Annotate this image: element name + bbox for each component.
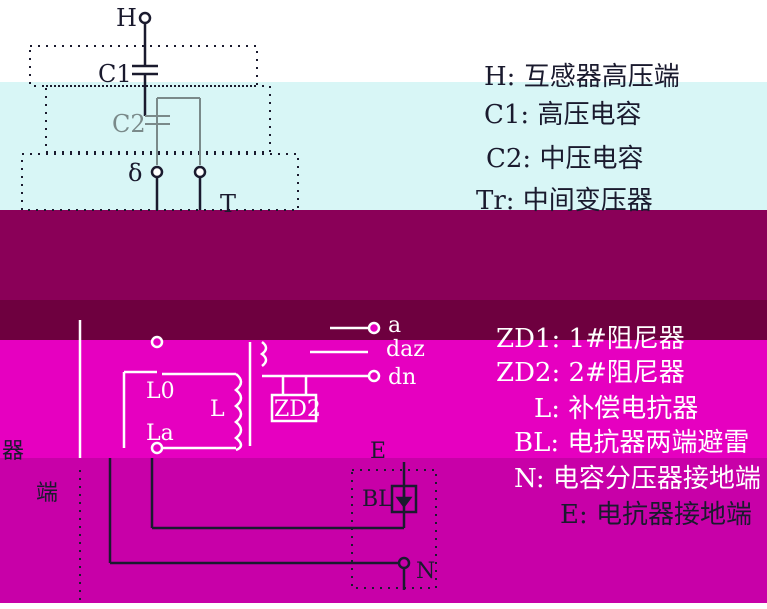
maroon-band [0,300,767,340]
legend-item-h: H: 互感器高压端 [484,62,680,92]
magenta-band-upper [0,210,767,300]
label-c1: C1 [98,60,132,88]
inductor-l-coil [234,373,243,452]
magenta-band-bottom [0,458,767,603]
terminal-a-node [367,321,381,335]
magenta-band-lower [0,340,767,458]
legend-item-l: L: 补偿电抗器 [534,394,699,424]
label-t: T [220,190,236,218]
terminal-n-node [397,556,411,570]
label-l: L [210,397,225,422]
terminal-right-node [193,165,207,179]
legend-item-bl: BL: 电抗器两端避雷 [514,428,750,458]
zd2-box [270,393,318,423]
terminal-l0-node [150,335,164,349]
c1-enclosure [29,45,258,87]
label-c2: C2 [112,110,146,138]
legend-item-n: N: 电容分压器接地端 [514,464,761,494]
legend-item-tr: Tr: 中间变压器 [476,186,653,216]
legend-item-zd1: ZD1: 1#阻尼器 [496,324,685,354]
edge-fragment-left-bottom: 端 [36,481,58,506]
label-bl: BL [362,487,393,512]
terminal-h-node [138,11,152,25]
edge-fragment-left-top: 器 [2,439,24,464]
legend-item-c2: C2: 中压电容 [486,144,644,174]
terminal-delta-node [150,165,164,179]
transformer-enclosure [21,153,299,211]
legend-item-zd2: ZD2: 2#阻尼器 [496,358,685,388]
transformer-secondary-coil [259,341,268,367]
cyan-band [0,82,767,210]
label-a: a [388,313,401,338]
label-h: H [116,4,137,32]
bl-enclosure [351,469,437,589]
label-la: La [146,421,174,446]
label-n: N [416,559,435,584]
label-dn: dn [388,365,416,390]
terminal-dn-node [367,369,381,383]
label-daz: daz [386,337,425,362]
bl-arrow-head [395,496,413,509]
label-e: E [370,439,386,464]
label-zd2: ZD2 [274,397,321,422]
label-delta: δ [128,159,142,187]
label-l0: L0 [146,379,175,404]
legend-item-c1: C1: 高压电容 [484,100,642,130]
legend-item-e: E: 电抗器接地端 [560,500,753,530]
